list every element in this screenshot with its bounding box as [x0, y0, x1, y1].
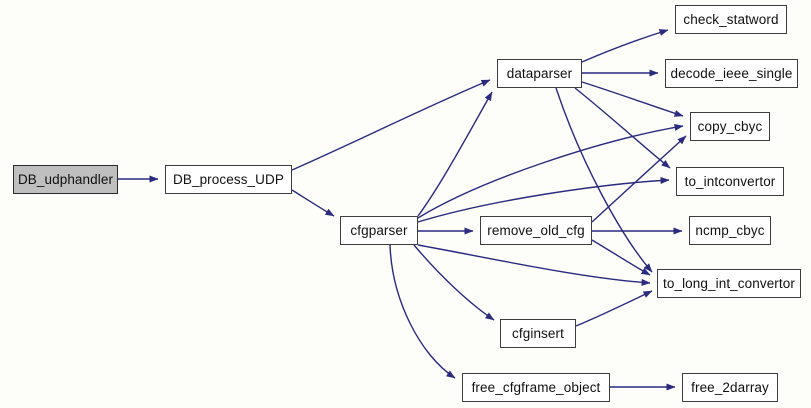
edge-cfgparser-to-free_cfgframe_object — [389, 244, 456, 379]
node-label-cfginsert: cfginsert — [512, 325, 564, 341]
node-label-decode_ieee_single: decode_ieee_single — [670, 65, 793, 81]
node-to_intconvertor[interactable]: to_intconvertor — [676, 167, 784, 196]
node-cfginsert[interactable]: cfginsert — [500, 319, 576, 348]
node-copy_cbyc[interactable]: copy_cbyc — [690, 112, 770, 141]
node-label-free_cfgframe_object: free_cfgframe_object — [471, 379, 601, 395]
node-free_cfgframe_object[interactable]: free_cfgframe_object — [462, 373, 610, 402]
edge-remove_old_cfg-to-copy_cbyc — [591, 135, 687, 223]
edge-cfgparser-to-cfginsert — [413, 244, 495, 321]
node-label-free_2darray: free_2darray — [691, 379, 769, 395]
node-label-ncmp_cbyc: ncmp_cbyc — [695, 222, 765, 238]
node-ncmp_cbyc[interactable]: ncmp_cbyc — [689, 216, 771, 245]
edge-cfgparser-to-to_long_int_convertor — [417, 244, 651, 286]
edge-cfgparser-to-to_intconvertor — [417, 176, 670, 223]
edge-cfgparser-to-copy_cbyc — [417, 123, 684, 219]
node-label-to_long_int_convertor: to_long_int_convertor — [663, 275, 795, 291]
edge-remove_old_cfg-to-to_long_int_convertor — [591, 239, 651, 276]
node-label-check_statword: check_statword — [683, 11, 779, 27]
edge-dataparser-to-copy_cbyc — [581, 81, 684, 117]
edge-dataparser-to-to_long_int_convertor — [555, 87, 653, 273]
node-check_statword[interactable]: check_statword — [675, 5, 787, 34]
edge-cfgparser-to-dataparser — [417, 91, 493, 217]
edge-db_process_udp-to-dataparser — [291, 79, 491, 171]
node-label-cfgparser: cfgparser — [350, 222, 408, 238]
node-cfgparser[interactable]: cfgparser — [340, 216, 418, 245]
node-label-db_process_udp: DB_process_UDP — [173, 171, 284, 187]
edge-db_process_udp-to-cfgparser — [291, 189, 335, 217]
node-free_2darray[interactable]: free_2darray — [682, 373, 778, 402]
node-label-remove_old_cfg: remove_old_cfg — [487, 222, 585, 238]
node-dataparser[interactable]: dataparser — [497, 59, 582, 88]
edge-dataparser-to-check_statword — [581, 29, 669, 63]
edge-dataparser-to-to_intconvertor — [574, 87, 671, 169]
node-label-to_intconvertor: to_intconvertor — [684, 173, 776, 189]
node-db_process_udp[interactable]: DB_process_UDP — [165, 165, 292, 194]
node-remove_old_cfg[interactable]: remove_old_cfg — [480, 216, 592, 245]
node-db_udphandler[interactable]: DB_udphandler — [13, 165, 118, 194]
node-label-dataparser: dataparser — [506, 65, 573, 81]
node-to_long_int_convertor[interactable]: to_long_int_convertor — [657, 269, 801, 298]
node-label-copy_cbyc: copy_cbyc — [697, 118, 763, 134]
edge-cfginsert-to-to_long_int_convertor — [575, 290, 653, 327]
node-label-db_udphandler: DB_udphandler — [17, 171, 114, 187]
node-decode_ieee_single[interactable]: decode_ieee_single — [665, 59, 798, 88]
